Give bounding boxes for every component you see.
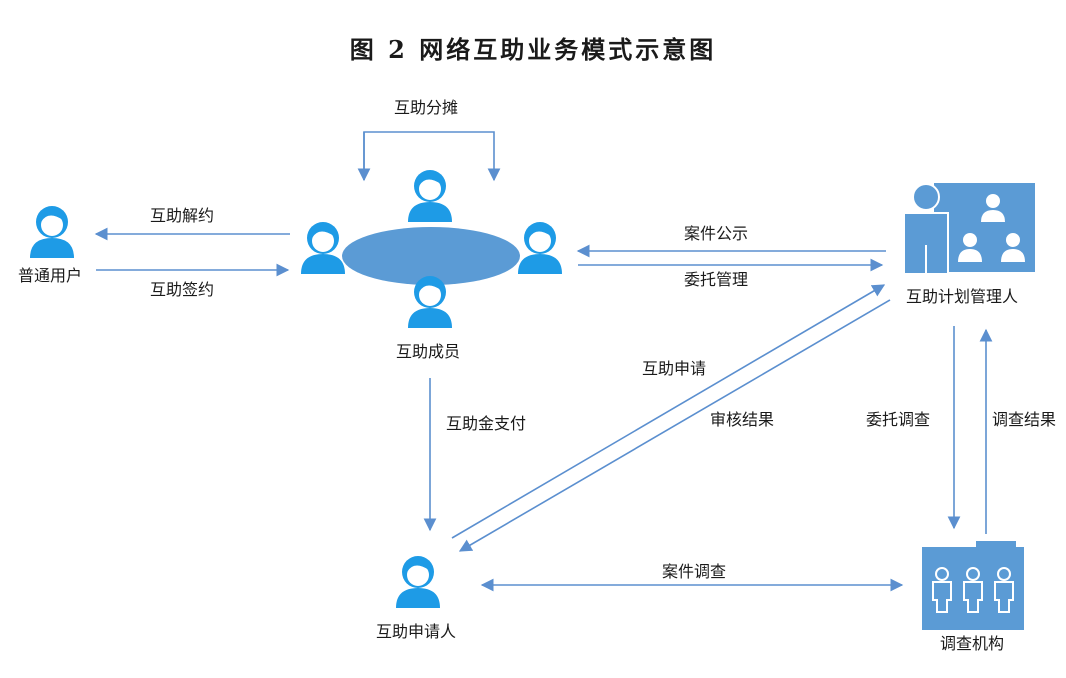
edge-label-case-public: 案件公示 — [684, 224, 749, 243]
edge-label-apply: 互助申请 — [642, 359, 707, 378]
arrow-apply — [451, 284, 886, 539]
edge-label-investigation-result: 调查结果 — [992, 410, 1057, 429]
diagram-title: 图 2 网络互助业务模式示意图 — [349, 35, 717, 64]
group-table-icon — [301, 170, 562, 328]
three-persons-box-icon — [922, 541, 1024, 630]
person-icon — [30, 206, 74, 258]
edge-label-entrust-manage: 委托管理 — [684, 270, 749, 289]
node-label-manager: 互助计划管理人 — [906, 287, 1019, 306]
edge-label-sign: 互助签约 — [150, 280, 215, 299]
edge-label-case-investigate: 案件调查 — [662, 562, 727, 581]
person-icon — [396, 556, 440, 608]
edge-label-cost-sharing: 互助分摊 — [394, 98, 459, 117]
edge-label-terminate: 互助解约 — [150, 206, 215, 225]
edge-label-review-result: 审核结果 — [710, 410, 775, 429]
node-label-members: 互助成员 — [396, 342, 461, 361]
node-label-ordinary-user: 普通用户 — [18, 266, 83, 285]
node-label-applicant: 互助申请人 — [376, 622, 457, 641]
node-label-agency: 调查机构 — [940, 634, 1005, 653]
edge-label-entrust-investigate: 委托调查 — [866, 410, 931, 429]
edge-label-payout: 互助金支付 — [446, 414, 527, 433]
presenter-board-icon — [903, 183, 1035, 275]
arrow-review-result — [458, 299, 891, 552]
